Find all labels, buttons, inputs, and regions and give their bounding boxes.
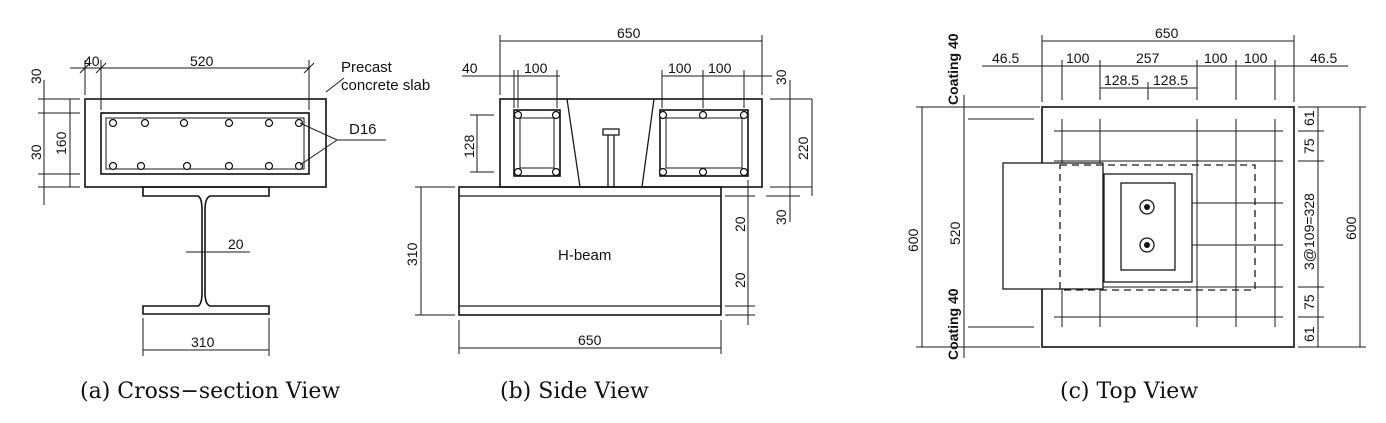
- dim-top-right-75-top: 75: [1301, 138, 1317, 154]
- dim-top-right-328: 3@109=328: [1301, 193, 1317, 270]
- dim-160: 160: [53, 131, 69, 155]
- caption-c: (c) Top View: [1060, 379, 1198, 404]
- side-h-beam: [458, 186, 722, 316]
- top-view: 650 46.5 100 257 100 100 46.5 128.5 128.…: [905, 25, 1366, 360]
- dim-top-650: 650: [1155, 25, 1179, 41]
- dim-side-650-bot: 650: [578, 332, 602, 348]
- dim-side-128: 128: [461, 134, 477, 158]
- h-beam-section: [142, 186, 270, 315]
- dim-top-left-600: 600: [905, 228, 921, 252]
- dim-top-100-c: 100: [1244, 50, 1268, 66]
- dim-30-mid: 30: [28, 144, 44, 160]
- dim-top-46-5-left: 46.5: [992, 50, 1019, 66]
- dim-web-20: 20: [228, 236, 244, 252]
- dim-top-257: 257: [1136, 50, 1160, 66]
- dim-side-220: 220: [795, 136, 811, 160]
- label-coating-top: Coating 40: [945, 33, 961, 105]
- dim-top-right-600: 600: [1343, 216, 1359, 240]
- rebar-cage: [100, 112, 310, 175]
- dim-side-650-top: 650: [617, 25, 641, 41]
- side-slab-outline: [499, 98, 763, 188]
- dim-40: 40: [84, 53, 100, 69]
- top-flange-dashed: [1059, 164, 1256, 291]
- dim-top-right-61-bot: 61: [1301, 326, 1317, 342]
- dim-side-310: 310: [404, 242, 420, 266]
- dim-side-100-r1: 100: [668, 60, 692, 76]
- label-precast: Precast: [341, 59, 393, 76]
- label-h-beam: H-beam: [558, 247, 611, 264]
- dim-flange-310: 310: [191, 334, 215, 350]
- dim-side-100-left: 100: [524, 60, 548, 76]
- dim-top-100-b: 100: [1204, 50, 1228, 66]
- dim-side-40: 40: [462, 60, 478, 76]
- dim-side-30-bot: 30: [773, 209, 789, 225]
- dim-top-100-a: 100: [1066, 50, 1090, 66]
- label-d16: D16: [349, 121, 377, 138]
- caption-a: (a) Cross−section View: [80, 379, 340, 404]
- dim-520: 520: [190, 53, 214, 69]
- dim-top-128-5-b: 128.5: [1153, 72, 1188, 88]
- cross-section-view: 40 520 30 30 160 20 310 Precast concrete…: [28, 53, 430, 356]
- dim-top-128-5-a: 128.5: [1104, 72, 1139, 88]
- dim-top-right-61-top: 61: [1301, 110, 1317, 126]
- dim-top-left-520: 520: [947, 221, 963, 245]
- dim-side-20-top: 20: [732, 216, 748, 232]
- dim-30-top: 30: [28, 68, 44, 84]
- dim-top-46-5-right: 46.5: [1310, 50, 1337, 66]
- rebar-dots: [108, 118, 304, 171]
- side-view: H-beam 650 40 100 100 100 128 30 220 30: [404, 25, 813, 354]
- label-coating-bottom: Coating 40: [945, 288, 961, 360]
- dim-side-20-bot: 20: [732, 272, 748, 288]
- label-concrete-slab: concrete slab: [341, 77, 430, 94]
- caption-b: (b) Side View: [500, 379, 649, 404]
- dim-top-right-75-bot: 75: [1301, 294, 1317, 310]
- dim-side-30-top: 30: [773, 69, 789, 85]
- dim-side-100-r2: 100: [708, 60, 732, 76]
